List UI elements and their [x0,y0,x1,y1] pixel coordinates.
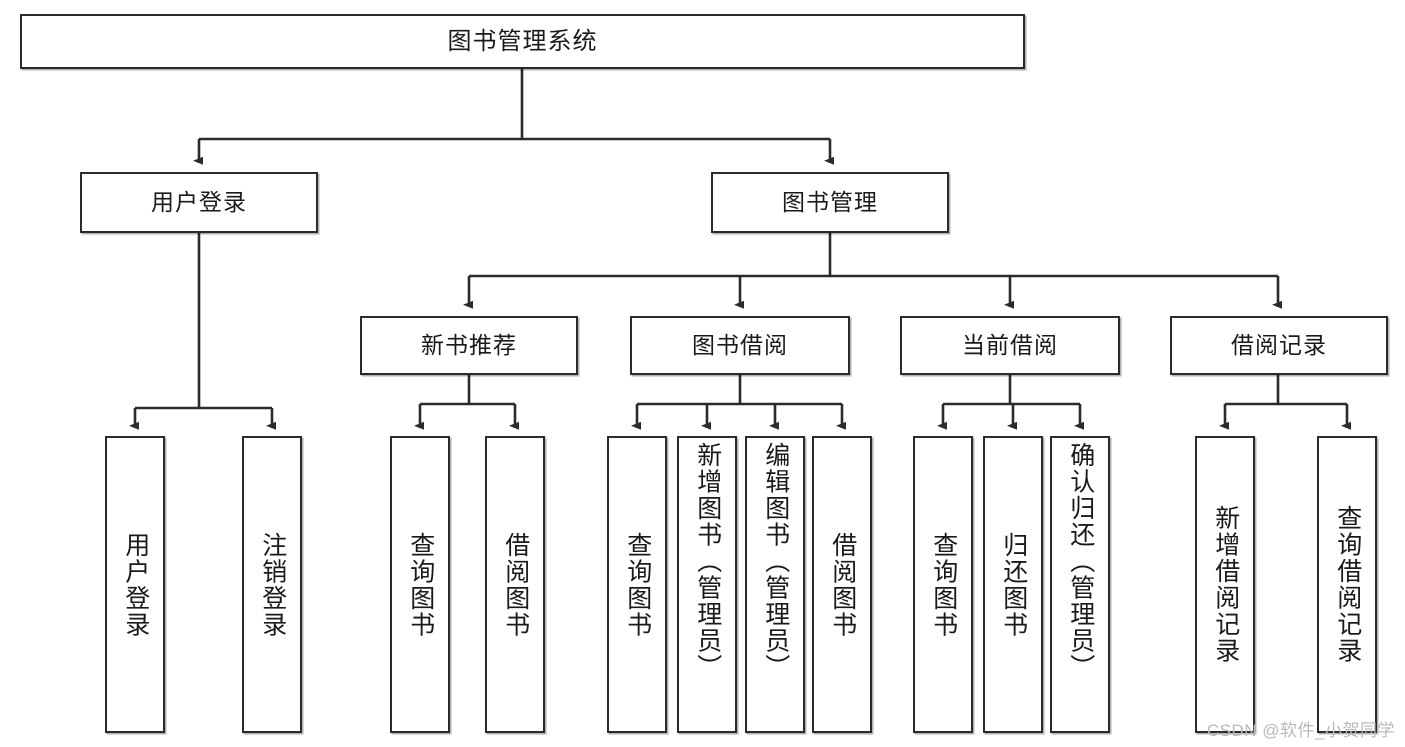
node-label: 图书管理系统 [447,27,598,55]
leaf-borrow-book-recommend[interactable]: 借阅图书 [485,436,545,733]
leaf-query-book-borrow[interactable]: 查询图书 [607,436,667,733]
node-label: 注销登录 [258,531,287,638]
node-label: 借阅图书 [501,531,530,638]
leaf-add-book-admin[interactable]: 新增图书（管理员） [677,436,737,733]
leaf-borrow-book-borrow[interactable]: 借阅图书 [812,436,872,733]
node-label: 用户登录 [121,531,150,638]
node-label: 新增图书（管理员） [693,442,722,681]
node-label: 编辑图书（管理员） [761,442,790,681]
leaf-query-book-current[interactable]: 查询图书 [913,436,973,733]
node-label: 新书推荐 [421,332,517,359]
leaf-confirm-return-admin[interactable]: 确认归还（管理员） [1050,436,1110,733]
node-label: 新增借阅记录 [1211,505,1240,664]
node-current-borrow[interactable]: 当前借阅 [900,316,1120,375]
leaf-user-login[interactable]: 用户登录 [105,436,165,733]
node-label: 借阅图书 [828,531,857,638]
leaf-query-borrow-record[interactable]: 查询借阅记录 [1317,436,1377,733]
leaf-logout-login[interactable]: 注销登录 [242,436,302,733]
leaf-return-book[interactable]: 归还图书 [983,436,1043,733]
node-label: 图书借阅 [692,332,788,359]
node-label: 确认归还（管理员） [1066,442,1095,681]
node-label: 用户登录 [151,189,247,216]
node-label: 当前借阅 [962,332,1058,359]
node-root-book-management-system[interactable]: 图书管理系统 [20,14,1025,69]
node-borrow-record[interactable]: 借阅记录 [1170,316,1388,375]
node-book-borrow[interactable]: 图书借阅 [630,316,850,375]
leaf-edit-book-admin[interactable]: 编辑图书（管理员） [745,436,805,733]
node-book-management[interactable]: 图书管理 [711,172,949,233]
csdn-watermark: CSDN @软件_小贺同学 [1206,721,1395,740]
leaf-add-borrow-record[interactable]: 新增借阅记录 [1195,436,1255,733]
node-label: 借阅记录 [1231,332,1327,359]
node-label: 图书管理 [782,189,878,216]
node-label: 查询图书 [929,531,958,638]
node-label: 查询借阅记录 [1333,505,1362,664]
node-label: 查询图书 [406,531,435,638]
node-user-login[interactable]: 用户登录 [80,172,318,233]
leaf-query-book-recommend[interactable]: 查询图书 [390,436,450,733]
node-label: 查询图书 [623,531,652,638]
node-label: 归还图书 [999,531,1028,638]
node-new-book-recommend[interactable]: 新书推荐 [360,316,578,375]
